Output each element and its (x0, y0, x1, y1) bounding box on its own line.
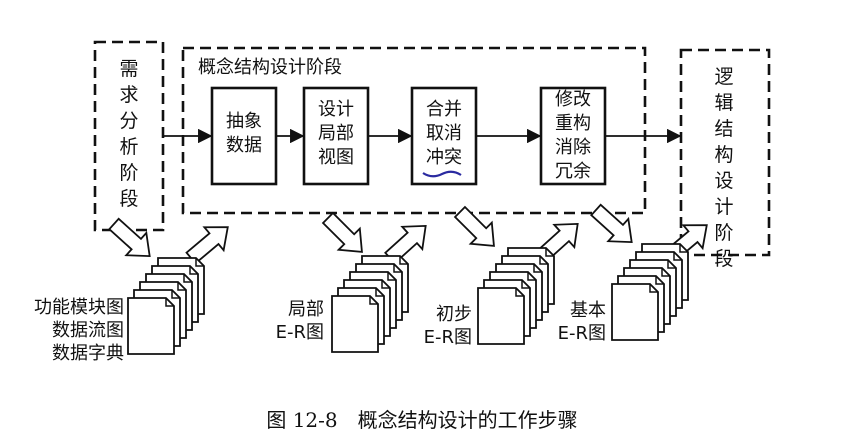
step4-line2: 重构 (555, 113, 591, 134)
step2-line2: 局部 (318, 123, 354, 144)
step3-line3: 冲突 (426, 147, 462, 168)
block-arrow-in-1 (108, 217, 151, 258)
doc3-line1: 初步 (436, 304, 472, 325)
step-box-merge-resolve-conflicts (410, 86, 478, 186)
doc-label-2: 局部 E-R图 (262, 298, 324, 344)
step-label-design-local-view: 设计 局部 视图 (304, 98, 368, 170)
figure-title: 概念结构设计的工作步骤 (357, 408, 578, 432)
logical-stage-label: 逻辑结构设计阶段 (714, 66, 734, 270)
block-arrow-in-2 (321, 211, 363, 253)
doc3-line2: E-R图 (423, 327, 472, 348)
step3-line2: 取消 (426, 123, 462, 144)
step1-line1: 抽象 (226, 111, 262, 132)
figure-caption: 图 12-8 概念结构设计的工作步骤 (0, 404, 844, 433)
doc2-line1: 局部 (288, 299, 324, 320)
doc-label-3: 初步 E-R图 (404, 303, 472, 349)
requirements-stage-label: 需求分析阶段 (119, 58, 139, 210)
step-box-abstract-data (210, 86, 278, 186)
step1-line2: 数据 (226, 135, 262, 156)
doc-label-1: 功能模块图 数据流图 数据字典 (12, 296, 124, 365)
step2-line1: 设计 (318, 99, 354, 120)
logical-stage-box (679, 48, 771, 257)
doc4-line2: E-R图 (557, 323, 606, 344)
step-label-abstract-data: 抽象 数据 (212, 110, 276, 158)
step-label-modify-restructure: 修改 重构 消除 冗余 (541, 88, 605, 184)
step4-line1: 修改 (555, 89, 591, 110)
document-stack-4 (611, 243, 689, 341)
figure-number: 图 12-8 (266, 408, 338, 432)
document-stack-1 (127, 257, 205, 355)
step4-line4: 冗余 (555, 161, 591, 182)
doc2-line2: E-R图 (275, 322, 324, 343)
block-arrow-in-3 (453, 205, 495, 247)
step4-line3: 消除 (555, 137, 591, 158)
doc1-line2: 数据流图 (52, 320, 124, 341)
step3-line1: 合并 (426, 99, 462, 120)
document-stack-2 (331, 255, 409, 353)
doc-label-4: 基本 E-R图 (538, 299, 606, 345)
block-arrow-in-4 (590, 203, 633, 244)
doc1-line1: 功能模块图 (34, 297, 124, 318)
step-box-modify-restructure (539, 86, 607, 186)
annotation-underline (422, 170, 462, 178)
step2-line3: 视图 (318, 147, 354, 168)
conceptual-stage-box (181, 46, 647, 215)
doc4-line1: 基本 (570, 300, 606, 321)
conceptual-stage-label: 概念结构设计阶段 (198, 57, 342, 78)
doc1-line3: 数据字典 (52, 343, 124, 364)
step-label-merge-resolve-conflicts: 合并 取消 冲突 (412, 98, 476, 170)
